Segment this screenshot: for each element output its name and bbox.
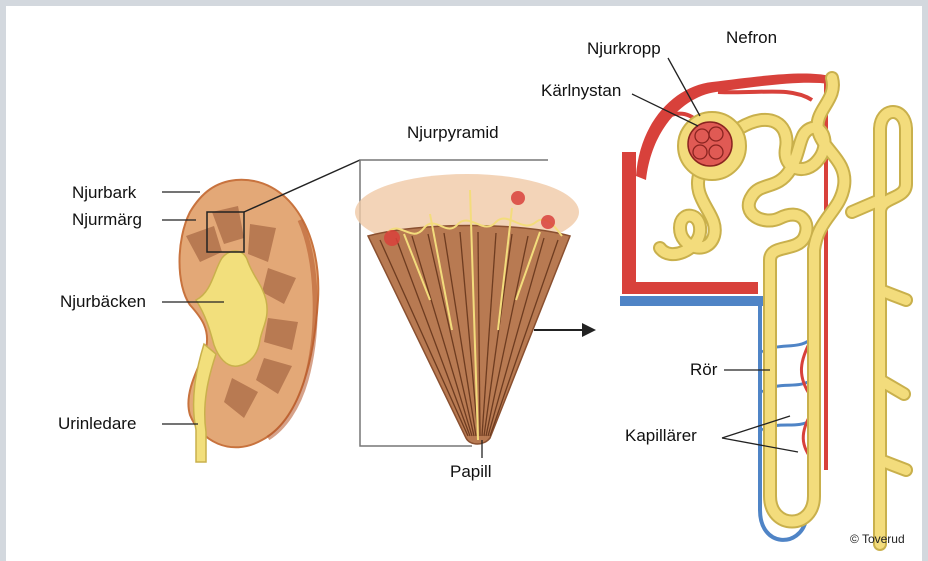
- renal-pyramid: [355, 174, 579, 444]
- leader-kapillarer-1: [722, 416, 790, 438]
- label-njurmarg: Njurmärg: [72, 211, 142, 228]
- label-nefron: Nefron: [726, 29, 777, 46]
- label-njurkropp: Njurkropp: [587, 40, 661, 57]
- label-kapillarer: Kapillärer: [625, 427, 697, 444]
- label-ror: Rör: [690, 361, 717, 378]
- copyright-notice: © Toverud: [850, 532, 905, 546]
- label-njurpyramid: Njurpyramid: [407, 124, 499, 141]
- pyramid-glomerulus: [511, 191, 525, 205]
- arrow-to-nephron: [534, 323, 596, 337]
- pyramid-glomerulus: [384, 230, 400, 246]
- kidney: [180, 160, 361, 462]
- nephron: [620, 74, 906, 544]
- label-njurbacken: Njurbäcken: [60, 293, 146, 310]
- glomerulus: [688, 122, 732, 166]
- vein: [620, 296, 766, 306]
- label-papill: Papill: [450, 463, 492, 480]
- label-njurbark: Njurbark: [72, 184, 136, 201]
- artery-branch: [718, 92, 812, 101]
- pyramid-glomerulus: [541, 215, 555, 229]
- label-urinledare: Urinledare: [58, 415, 136, 432]
- label-karlnystan: Kärlnystan: [541, 82, 621, 99]
- tubule-coil-fill: [660, 172, 715, 254]
